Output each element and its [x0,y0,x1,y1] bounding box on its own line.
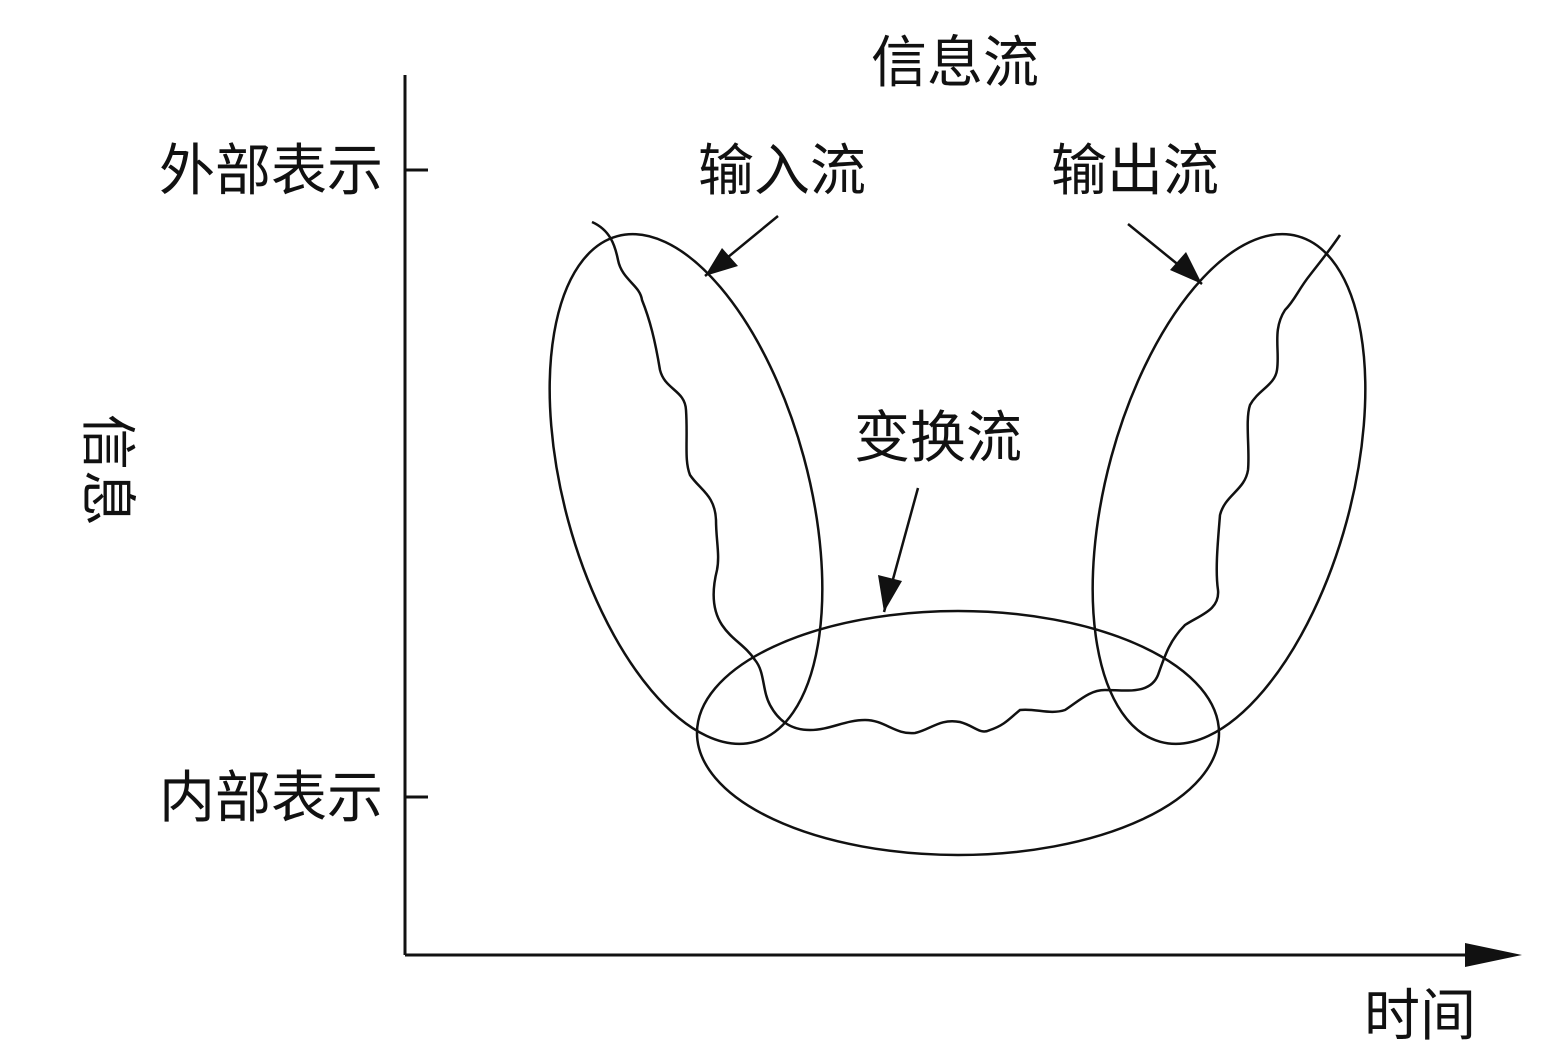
input-flow-ellipse [548,232,824,746]
y-tick-label-internal: 内部表示 [159,766,383,831]
transform-flow-label: 变换流 [854,406,1022,471]
information-flow-curve [591,220,1342,735]
input-flow-arrowhead-icon [705,248,738,276]
output-flow-label: 输出流 [1051,139,1219,204]
x-axis-label: 时间 [1364,984,1476,1049]
x-axis-arrow-icon [1465,943,1522,967]
y-tick-label-external: 外部表示 [159,139,383,204]
y-axis-label: 信息 [74,414,139,526]
transform-flow-arrowhead-icon [878,575,902,612]
output-flow-ellipse [1091,232,1367,746]
transform-flow-ellipse [695,609,1221,857]
diagram-title: 信息流 [871,31,1039,96]
output-flow-arrowhead-icon [1170,252,1202,284]
input-flow-label: 输入流 [698,139,866,204]
